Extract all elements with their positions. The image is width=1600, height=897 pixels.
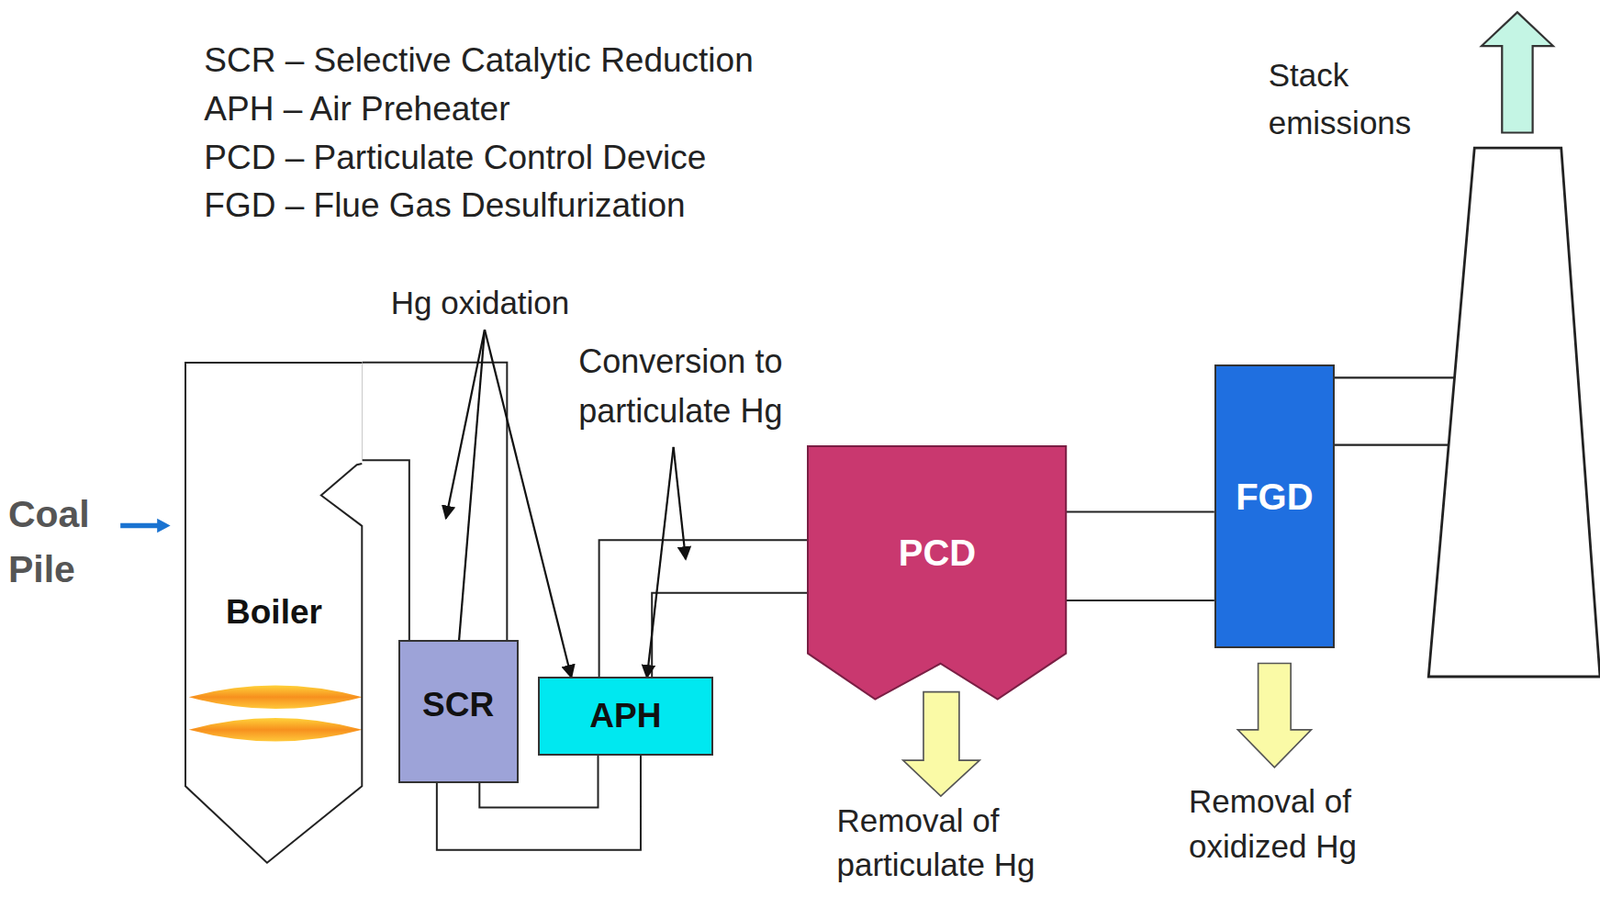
boiler-unit: Boiler (185, 362, 362, 863)
label-text: PCD – Particulate Control Device (203, 138, 706, 177)
label-text: Removal of particulate Hg (837, 802, 1036, 882)
flue-duct (1066, 513, 1215, 600)
air-preheater: APH (537, 676, 714, 756)
label-text: Hg oxidation (391, 284, 571, 321)
output-label: Stack emissions (1268, 51, 1466, 148)
pcd-body (807, 446, 1066, 700)
stack-duct (1334, 444, 1449, 447)
fgd-unit: FGD (1214, 364, 1335, 649)
leader-arrow (484, 329, 571, 678)
removal-arrow (1237, 663, 1311, 768)
input-label: Coal Pile (8, 487, 119, 597)
unit-label: SCR (422, 685, 494, 725)
flame (189, 717, 363, 742)
abbreviation-note: APH – Air Preheater (203, 89, 510, 130)
label-text: APH – Air Preheater (203, 89, 510, 128)
stack-duct (1334, 376, 1455, 379)
label-text: Conversion to particulate Hg (578, 342, 783, 430)
particulate-control-device: PCD (807, 446, 1066, 700)
flue-duct-wall (1066, 511, 1215, 602)
label-text: Stack emissions (1268, 56, 1412, 142)
label-text: Removal of oxidized Hg (1188, 783, 1357, 864)
unit-label: FGD (1235, 476, 1313, 518)
coal-feed-arrow (120, 523, 164, 529)
label-text: FGD – Flue Gas Desulfurization (203, 186, 685, 224)
removal-label: Removal of particulate Hg (837, 798, 1104, 886)
leader-arrow (647, 447, 674, 678)
label-text: Coal Pile (8, 492, 90, 590)
callout-text: Hg oxidation (391, 283, 571, 323)
removal-label: Removal of oxidized Hg (1188, 778, 1419, 869)
flue-duct-wall (362, 411, 459, 640)
leader-arrow (457, 329, 485, 663)
unit-label: APH (589, 696, 661, 736)
leader-arrow (446, 329, 485, 519)
unit-label: PCD (898, 532, 976, 574)
flue-duct (362, 411, 459, 640)
coal-feed-arrowhead (156, 518, 170, 534)
stack (1428, 147, 1600, 677)
removal-arrow (903, 692, 980, 796)
emission-arrow (1481, 11, 1554, 133)
abbreviation-note: SCR – Selective Catalytic Reduction (203, 40, 753, 81)
abbreviation-note: PCD – Particulate Control Device (203, 137, 706, 179)
unit-label: Boiler (225, 593, 323, 632)
label-text: SCR – Selective Catalytic Reduction (203, 41, 753, 79)
leader-arrow (673, 447, 686, 560)
callout-text: Conversion to particulate Hg (578, 336, 854, 437)
abbreviation-note: FGD – Flue Gas Desulfurization (203, 185, 685, 226)
flame (189, 684, 363, 709)
boiler-wall (185, 362, 362, 863)
scr-unit: SCR (398, 639, 519, 784)
